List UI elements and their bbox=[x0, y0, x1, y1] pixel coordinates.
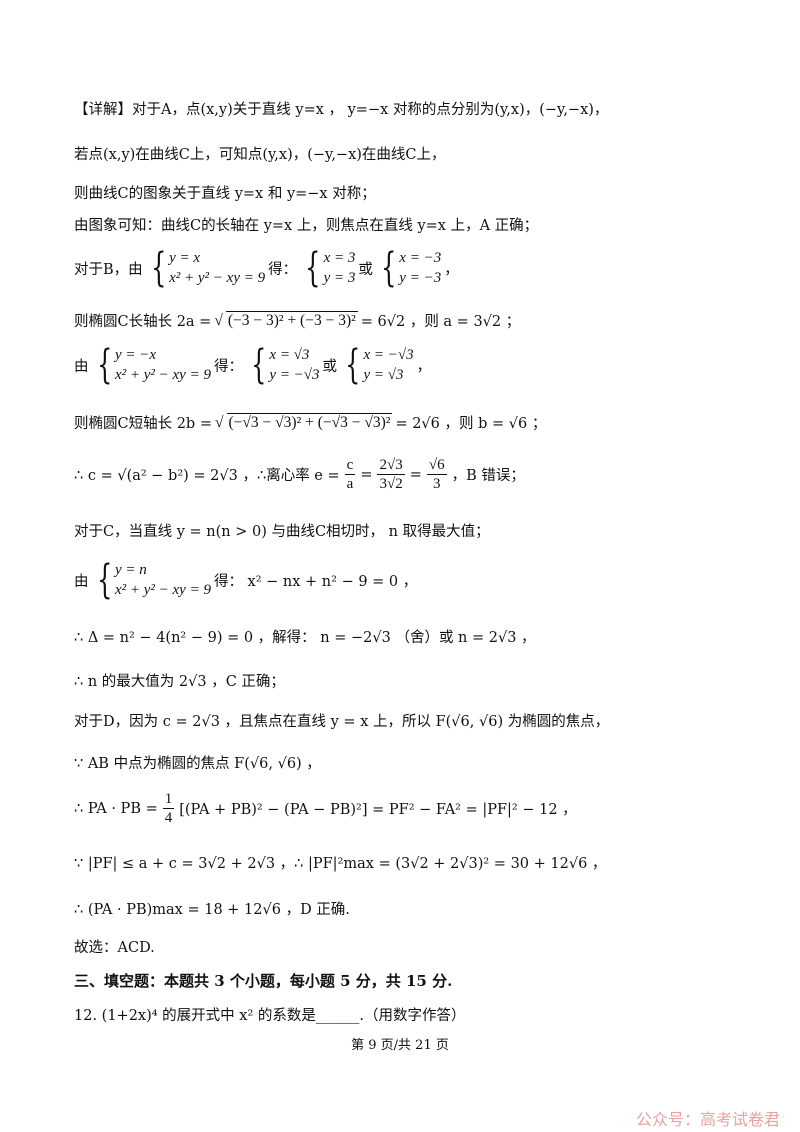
line-3: 则曲线C的图象关于直线 y=x 和 y=−x 对称； bbox=[74, 186, 376, 202]
sqrt-expression: (−3 − 3)² + (−3 − 3)² bbox=[225, 311, 358, 329]
line-18: ∴ (PA · PB)max = 18 + 12√6 ，D 正确. bbox=[74, 902, 350, 918]
line-1: 【详解】对于A，点(x,y)关于直线 y=x ， y=−x 对称的点分别为(y,… bbox=[74, 102, 609, 118]
line-15: ∵ AB 中点为椭圆的焦点 F(√6, √6) ， bbox=[74, 756, 321, 772]
line-14: 对于D，因为 c = 2√3 ，且焦点在直线 y = x 上，所以 F(√6, … bbox=[74, 714, 610, 730]
page-footer: 第 9 页/共 21 页 bbox=[351, 1038, 449, 1053]
sqrt-expression: (−√3 − √3)² + (−√3 − √3)² bbox=[226, 413, 393, 431]
line-17: ∵ |PF| ≤ a + c = 3√2 + 2√3 ，∴ |PF|²max =… bbox=[74, 856, 607, 872]
line-10: 对于C，当直线 y = n(n > 0) 与曲线C相切时， n 取得最大值； bbox=[74, 524, 490, 540]
line-5-prefix: 对于B，由 bbox=[74, 261, 143, 278]
section-heading: 三、填空题：本题共 3 个小题，每小题 5 分，共 15 分. bbox=[74, 972, 453, 990]
line-19: 故选：ACD. bbox=[74, 940, 155, 956]
watermark: 公众号：高考试卷君 bbox=[635, 1110, 780, 1129]
line-4: 由图象可知：曲线C的长轴在 y=x 上，则焦点在直线 y=x 上，A 正确； bbox=[74, 218, 539, 234]
line-13: ∴ n 的最大值为 2√3 ，C 正确； bbox=[74, 674, 285, 690]
line-2: 若点(x,y)在曲线C上，可知点(y,x)，(−y,−x)在曲线C上， bbox=[74, 147, 446, 163]
question-12: 12. (1+2x)⁴ 的展开式中 x² 的系数是______.（用数字作答） bbox=[74, 1008, 466, 1024]
line-6: 则椭圆C长轴长 2a = √(−3 − 3)² + (−3 − 3)² = 6√… bbox=[74, 311, 521, 330]
line-12: ∴ Δ = n² − 4(n² − 9) = 0 ，解得： n = −2√3 （… bbox=[74, 630, 536, 646]
line-8: 则椭圆C短轴长 2b = √(−√3 − √3)² + (−√3 − √3)² … bbox=[74, 413, 547, 432]
